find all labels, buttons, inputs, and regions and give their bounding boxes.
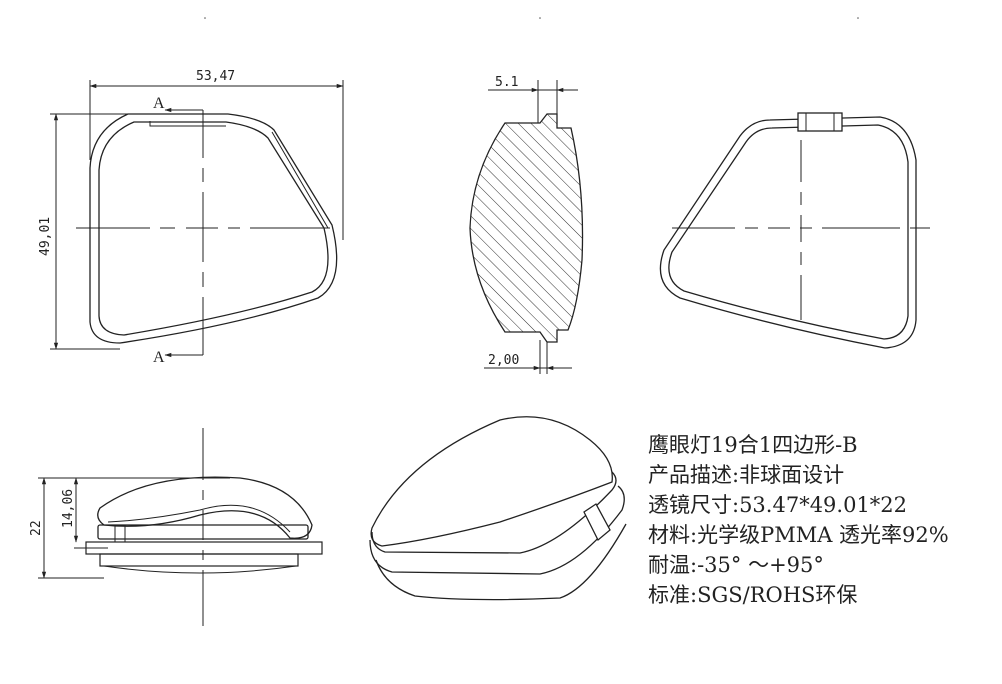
back-outline-inner	[668, 124, 909, 340]
dim-elev-height: 22	[29, 520, 44, 536]
dim-width-lines	[89, 80, 344, 240]
dim-height-lines	[50, 113, 128, 350]
section-mark-top: A	[153, 95, 165, 112]
elevation-view	[85, 476, 323, 574]
dim-side-thickness: 5.1	[495, 75, 518, 90]
sheet-dots	[204, 17, 859, 19]
spec-size: 透镜尺寸:53.47*49.01*22	[648, 493, 908, 517]
elev-centerlines	[74, 428, 204, 626]
elev-dome-inner	[107, 504, 291, 533]
elev-base	[99, 553, 299, 567]
isometric-view	[369, 416, 627, 601]
back-centerlines	[672, 140, 930, 320]
iso-rim-1	[371, 471, 617, 554]
spec-material: 材料:光学级PMMA 透光率92%	[648, 523, 949, 547]
spec-panel: 鹰眼灯19合1四边形-B 产品描述:非球面设计 透镜尺寸:53.47*49.01…	[648, 430, 949, 610]
back-view	[659, 112, 917, 349]
section-a-marks	[164, 107, 203, 358]
section-mark-bottom: A	[153, 349, 165, 366]
spec-temperature: 耐温:-35° ～+95°	[648, 553, 824, 577]
section-view	[469, 113, 584, 343]
spec-standard: 标准:SGS/ROHS环保	[648, 583, 858, 607]
dim-elev-lens: 14,06	[61, 489, 76, 528]
spec-title: 鹰眼灯19合1四边形-B	[648, 433, 858, 457]
elev-bottom	[103, 565, 297, 574]
elev-flange	[85, 541, 323, 555]
dim-front-width: 53,47	[196, 69, 235, 84]
section-dim-lines	[484, 80, 578, 374]
back-gate-tab	[797, 112, 843, 132]
iso-rim-3	[375, 523, 627, 601]
front-tab	[149, 121, 226, 127]
dim-side-flange: 2,00	[488, 353, 519, 368]
iso-gate	[583, 503, 611, 542]
front-outline-edge	[271, 131, 329, 229]
iso-dome	[370, 416, 613, 547]
front-outline-inner	[98, 121, 329, 336]
elev-dome	[97, 476, 313, 539]
back-outline-outer	[659, 116, 917, 349]
dim-front-height: 49,01	[38, 217, 53, 256]
spec-description: 产品描述:非球面设计	[648, 463, 845, 487]
front-view	[89, 113, 338, 344]
front-centerlines	[76, 110, 330, 355]
section-body	[469, 113, 584, 343]
iso-rim-2	[369, 485, 625, 575]
front-outline-outer	[89, 113, 338, 344]
elev-dim-lines	[38, 477, 230, 579]
